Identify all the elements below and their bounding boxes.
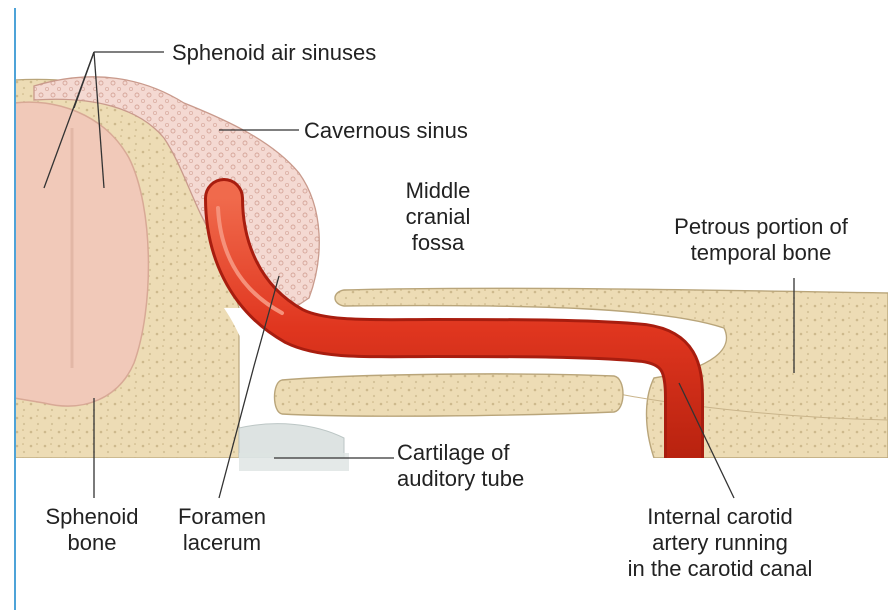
label-petrous-portion: Petrous portion of temporal bone xyxy=(646,214,876,266)
label-internal-carotid: Internal carotid artery running in the c… xyxy=(604,504,836,582)
diagram-frame: Sphenoid air sinuses Cavernous sinus Mid… xyxy=(14,8,888,610)
label-cavernous-sinus: Cavernous sinus xyxy=(304,118,468,144)
petrous-temporal-bone xyxy=(335,288,888,458)
lower-bone-strip xyxy=(275,374,624,416)
auditory-tube-cartilage xyxy=(239,424,344,458)
label-cartilage-auditory-tube: Cartilage of auditory tube xyxy=(397,440,524,492)
label-middle-cranial-fossa: Middle cranial fossa xyxy=(378,178,498,256)
label-sphenoid-air-sinuses: Sphenoid air sinuses xyxy=(172,40,376,66)
label-foramen-lacerum: Foramen lacerum xyxy=(162,504,282,556)
label-sphenoid-bone: Sphenoid bone xyxy=(32,504,152,556)
frame-left-border xyxy=(14,8,16,610)
